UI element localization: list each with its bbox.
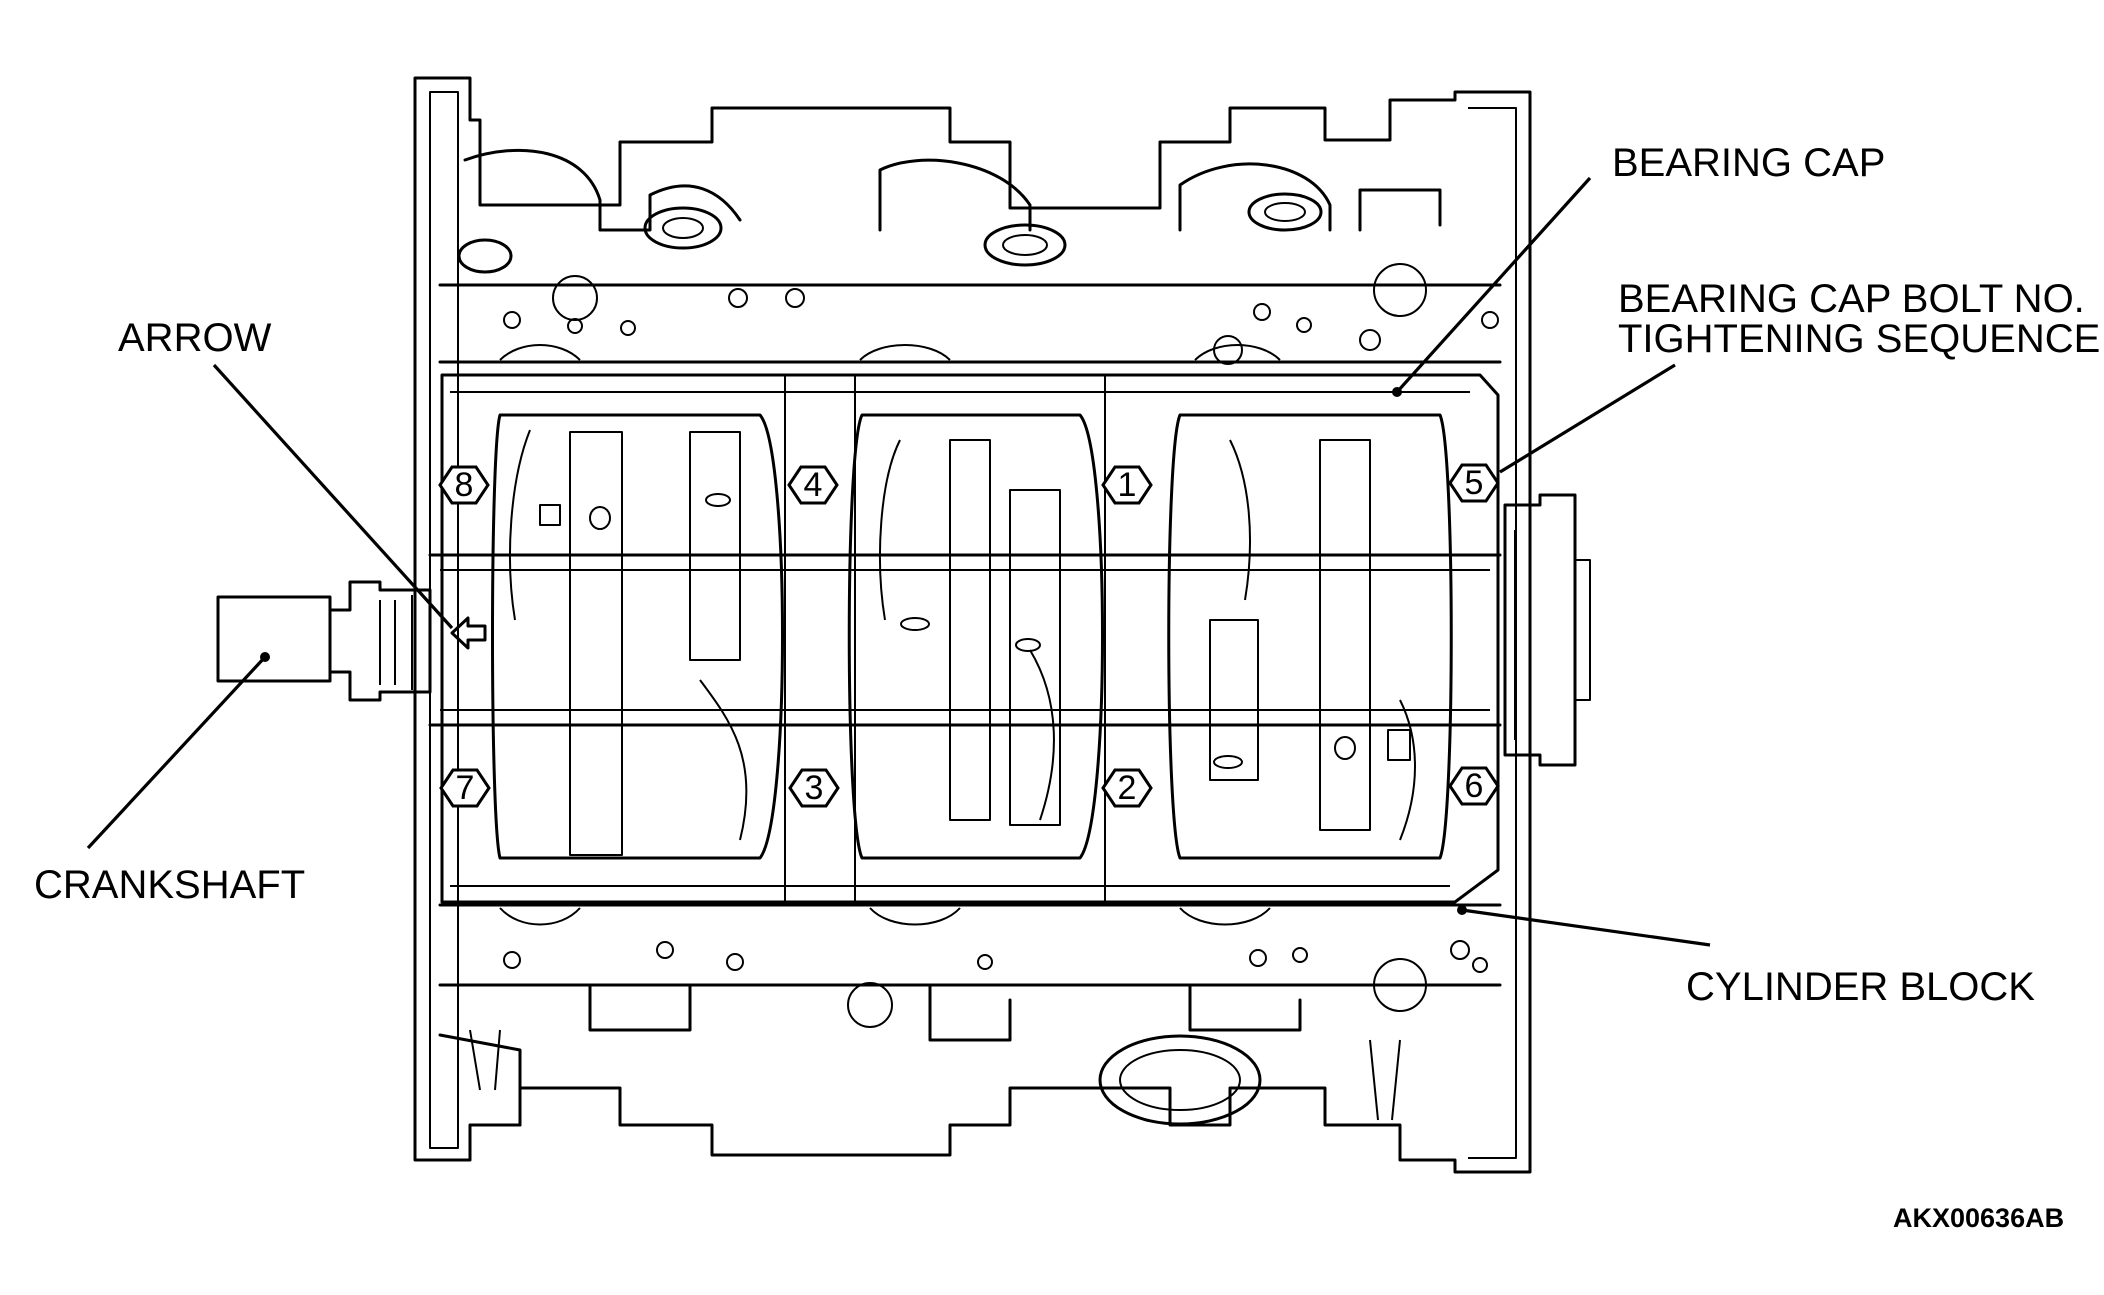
crankshaft (216, 413, 1591, 860)
crankshaft-leader (86, 655, 267, 850)
cylinder-block-label: CYLINDER BLOCK (1686, 965, 2035, 1009)
bolt-3: 3 (788, 768, 840, 808)
bolt-1-number: 1 (1118, 466, 1137, 504)
bolt-5-number: 5 (1465, 464, 1484, 502)
bolt-3-number: 3 (805, 769, 824, 807)
front-arrow-mark (450, 616, 487, 650)
bolt-4: 4 (787, 465, 839, 505)
bolt-7: 7 (439, 768, 491, 808)
bolt-sequence-label-line2: TIGHTENING SEQUENCE (1618, 317, 2100, 361)
bolt-sequence-leader (1499, 363, 1676, 474)
bolt-7-number: 7 (456, 769, 475, 807)
bearing-cap-leader (1395, 176, 1592, 394)
figure-code: AKX00636AB (1893, 1203, 2064, 1233)
cylinder-block-leader (1461, 908, 1711, 947)
arrow-label: ARROW (118, 316, 272, 360)
bearing-cap (440, 373, 1500, 904)
lower-rail-holes (503, 940, 1488, 1028)
upper-rail-holes (503, 263, 1499, 365)
crankshaft-snout (216, 595, 332, 683)
leader-lines (86, 176, 1711, 947)
bolt-5: 5 (1448, 463, 1500, 503)
bolt-2: 2 (1101, 768, 1153, 808)
cylinder-block (413, 76, 1532, 1174)
crankshaft-label: CRANKSHAFT (34, 863, 305, 907)
bolt-8: 8 (438, 465, 490, 505)
bolt-4-number: 4 (804, 466, 823, 504)
bolt-1: 1 (1101, 465, 1153, 505)
arrow-leader (212, 363, 454, 630)
bolt-6: 6 (1448, 766, 1500, 806)
bearing-cap-label: BEARING CAP (1612, 141, 1885, 185)
bolt-8-number: 8 (455, 466, 474, 504)
bolt-sequence-label-line1: BEARING CAP BOLT NO. (1618, 277, 2085, 321)
bolt-2-number: 2 (1118, 769, 1137, 807)
bolt-6-number: 6 (1465, 767, 1484, 805)
